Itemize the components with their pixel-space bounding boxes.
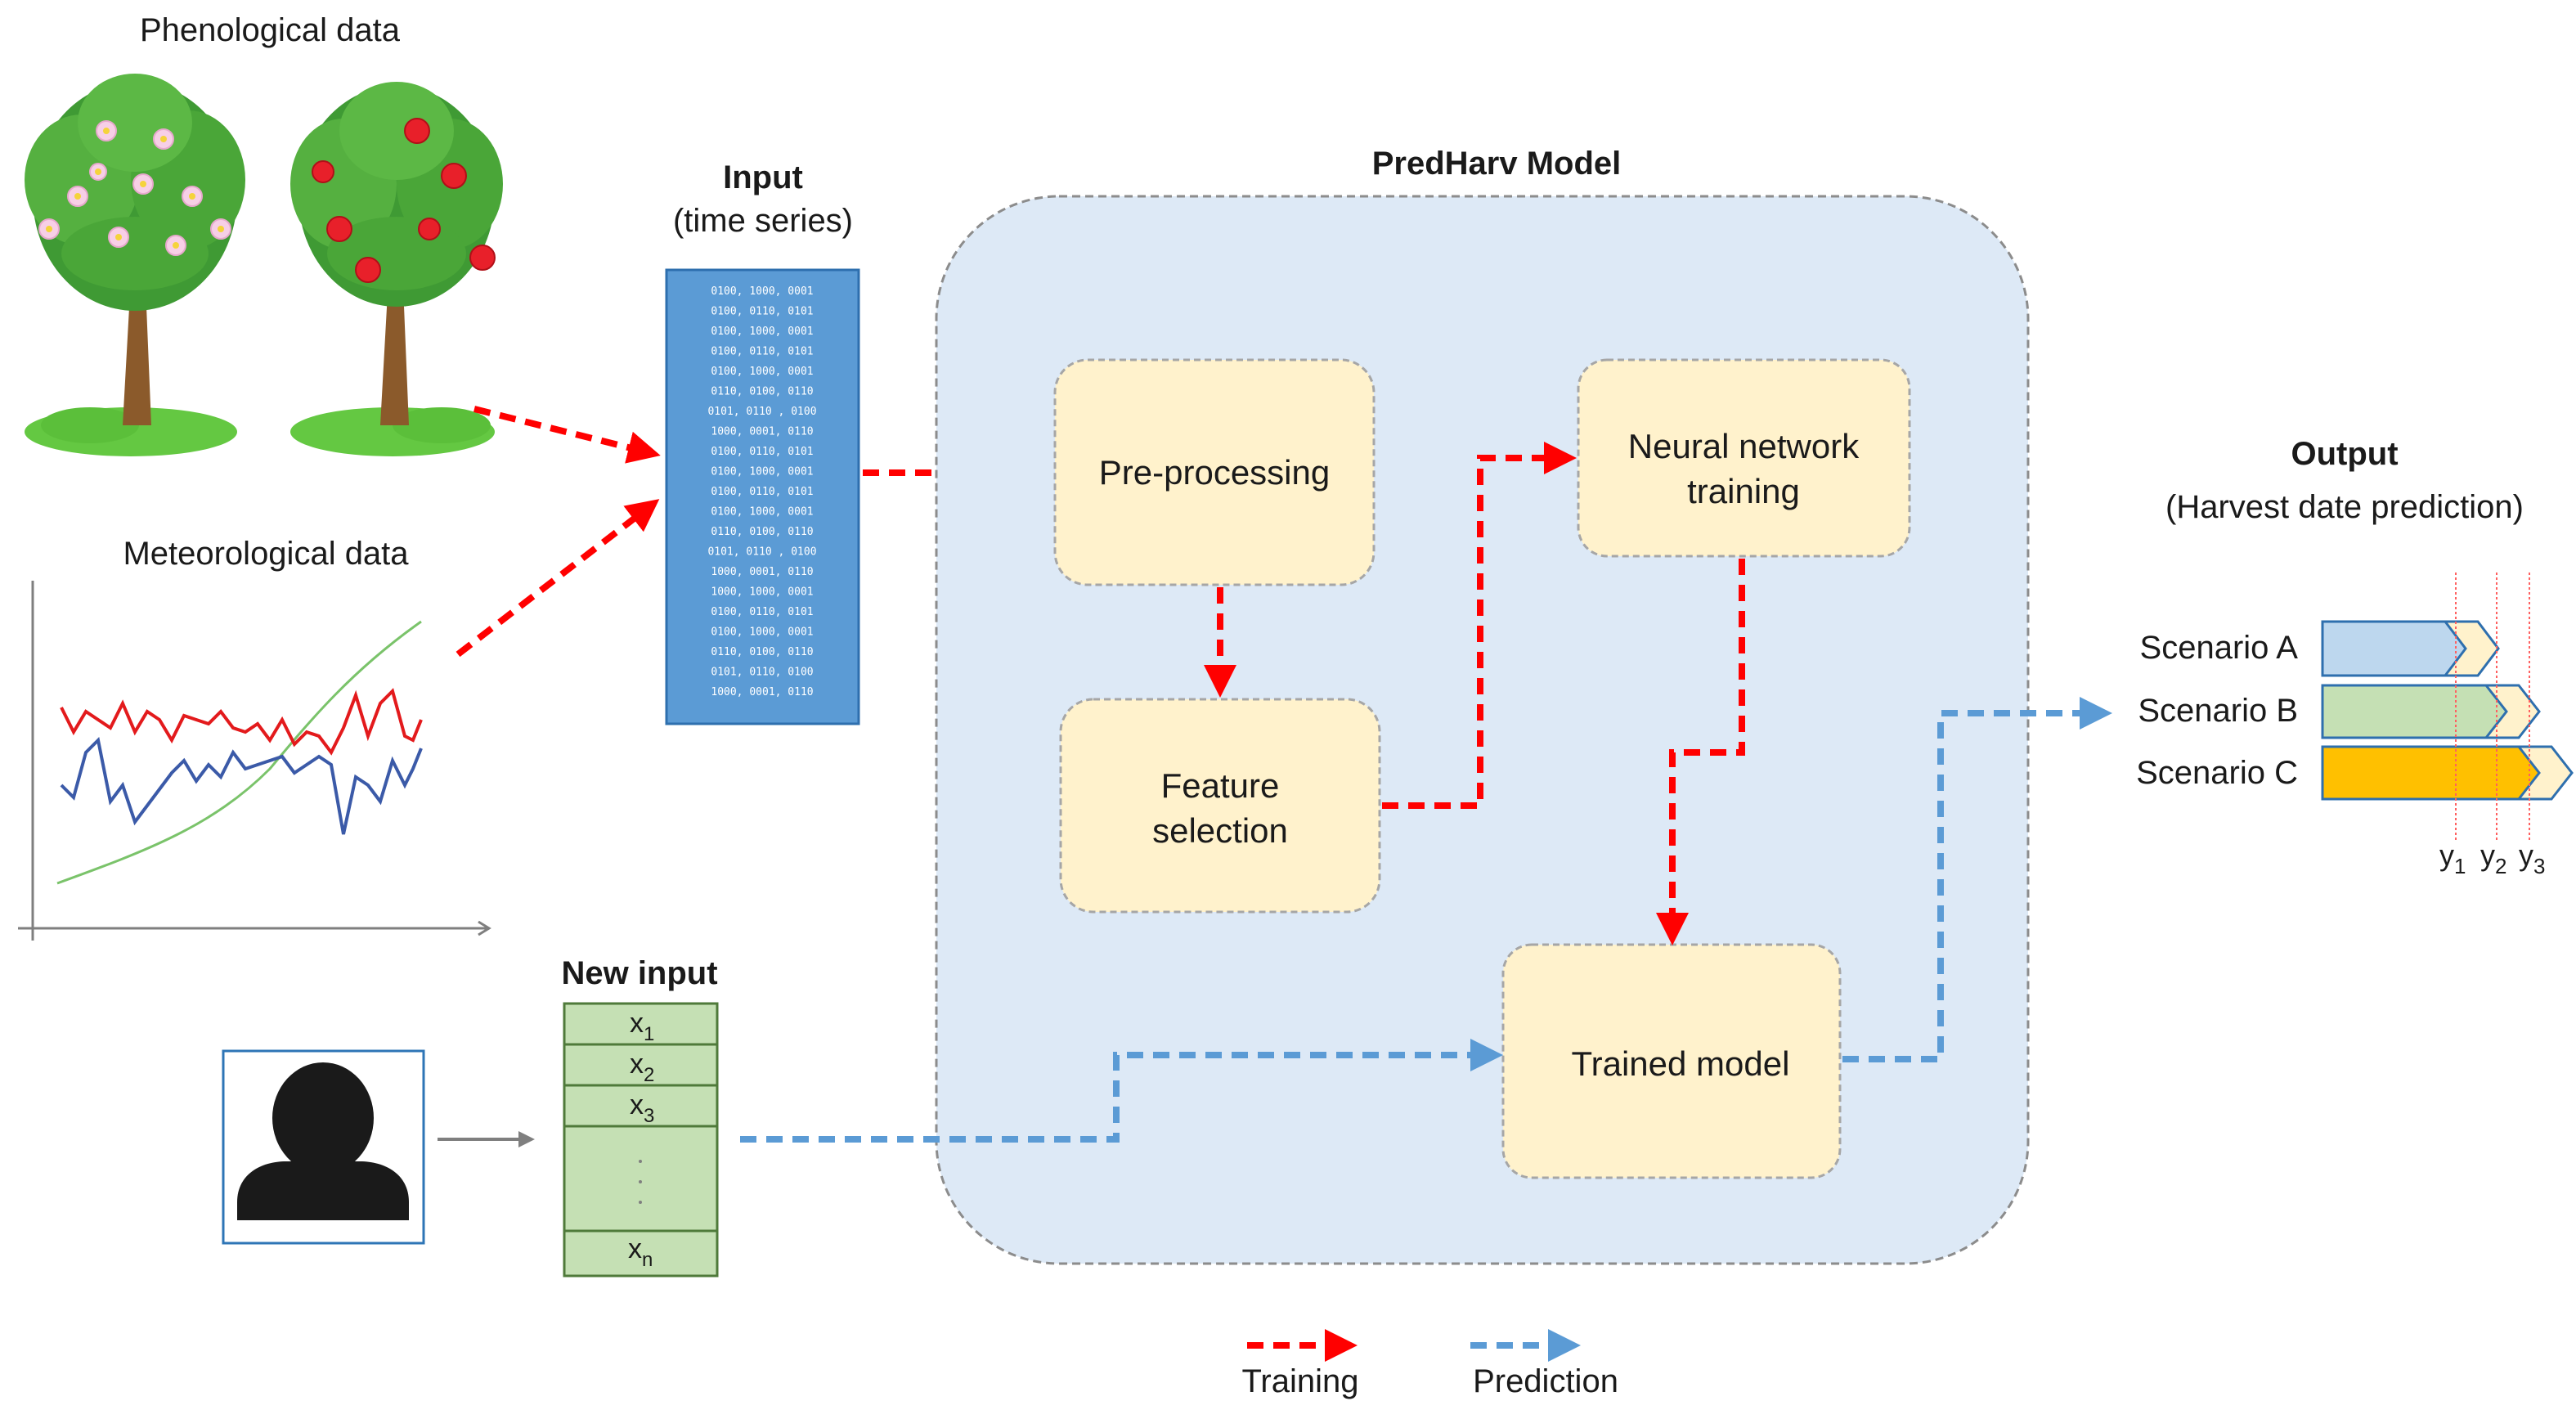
preprocessing-label: Pre-processing [1099, 453, 1330, 492]
binary-row: 0100, 1000, 0001 [711, 466, 813, 478]
prediction-arrow-to-output [1842, 697, 2112, 1062]
training-arrow-to-trained-model [1656, 559, 1745, 945]
model-title: PredHarv Model [1372, 146, 1622, 182]
binary-row: 0110, 0100, 0110 [711, 646, 813, 658]
legend-training-label: Training [1241, 1363, 1358, 1399]
binary-row: 0100, 0110, 0101 [711, 306, 813, 318]
y-marker-lines [2455, 573, 2530, 842]
training-arrow-meteorological [456, 499, 660, 658]
scenario-c-label: Scenario C [2136, 755, 2298, 791]
feature-selection-label-line2: selection [1152, 811, 1288, 850]
binary-row: 0101, 0110, 0100 [711, 667, 813, 679]
binary-row: 0100, 1000, 0001 [711, 626, 813, 639]
binary-row: 0100, 0110, 0101 [711, 606, 813, 618]
binary-row: 0100, 0110, 0101 [711, 446, 813, 458]
new-input-xn: xn [628, 1233, 653, 1271]
preprocessing-box [1053, 358, 1376, 586]
binary-row: 0100, 1000, 0001 [711, 285, 813, 298]
input-time-series-block [665, 268, 860, 725]
input-title: Input [723, 159, 803, 195]
user-avatar-icon [237, 1062, 409, 1220]
legend-prediction-label: Prediction [1473, 1363, 1618, 1399]
binary-row: 1000, 0001, 0110 [711, 566, 813, 578]
training-arrow-to-nn-training [1382, 442, 1577, 809]
binary-row: 1000, 1000, 0001 [711, 586, 813, 599]
neural-network-training-box [1577, 358, 1911, 558]
training-arrow-phenological [473, 406, 661, 464]
tree-with-flowers-icon [25, 74, 245, 456]
output-subtitle: (Harvest date prediction) [2165, 489, 2524, 525]
new-input-table [563, 1002, 719, 1278]
y2-label: y2 [2480, 838, 2506, 878]
tree-with-apples-icon [290, 82, 503, 456]
phenological-data-label: Phenological data [140, 12, 401, 48]
meteorological-data-label: Meteorological data [123, 536, 409, 572]
binary-row: 1000, 0001, 0110 [711, 426, 813, 438]
new-input-title: New input [561, 955, 717, 991]
new-input-x2: x2 [630, 1049, 654, 1086]
new-input-x1: x1 [630, 1008, 654, 1045]
meteorological-line-chart-icon [18, 581, 491, 941]
y3-label: y3 [2519, 838, 2545, 878]
new-input-ellipsis [639, 1160, 642, 1204]
scenario-b-bar [2321, 684, 2541, 739]
binary-row: 0100, 0110, 0101 [711, 346, 813, 358]
binary-rows: 0100, 1000, 0001 0100, 0110, 0101 0100, 10… [707, 285, 816, 698]
binary-row: 0101, 0110 , 0100 [707, 406, 816, 418]
scenario-a-bar [2321, 620, 2500, 677]
new-input-x3: x3 [630, 1089, 654, 1127]
nn-training-label-line1: Neural network [1628, 427, 1860, 465]
scenario-c-bar [2321, 745, 2574, 801]
binary-row: 0110, 0100, 0110 [711, 386, 813, 398]
binary-row: 0100, 0110, 0101 [711, 486, 813, 498]
output-title: Output [2291, 436, 2398, 472]
binary-row: 0101, 0110 , 0100 [707, 546, 816, 559]
binary-row: 1000, 0001, 0110 [711, 686, 813, 698]
binary-row: 0100, 1000, 0001 [711, 326, 813, 338]
input-subtitle: (time series) [673, 203, 853, 239]
y1-label: y1 [2439, 838, 2466, 878]
binary-row: 0100, 1000, 0001 [711, 506, 813, 519]
scenario-a-label: Scenario A [2140, 630, 2299, 666]
feature-selection-box [1059, 698, 1381, 914]
nn-training-label-line2: training [1687, 472, 1800, 510]
prediction-arrow-to-trained-model [740, 1039, 1503, 1143]
scenario-b-label: Scenario B [2138, 693, 2298, 729]
feature-selection-label-line1: Feature [1161, 766, 1280, 805]
binary-row: 0110, 0100, 0110 [711, 526, 813, 538]
trained-model-label: Trained model [1572, 1044, 1790, 1083]
binary-row: 0100, 1000, 0001 [711, 366, 813, 378]
